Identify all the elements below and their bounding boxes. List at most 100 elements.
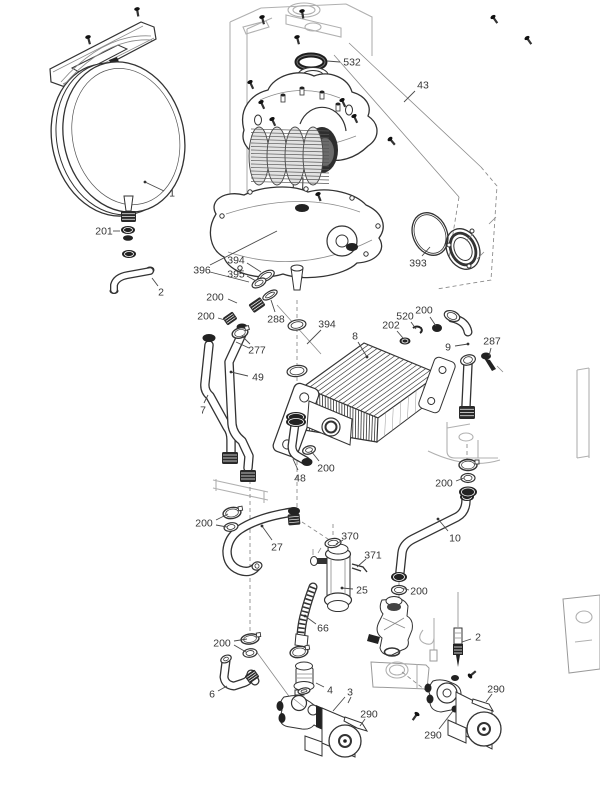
threaded-fitting: [248, 297, 266, 313]
gasket-ring: [302, 445, 316, 455]
gasket-ring: [251, 277, 267, 289]
screw: [490, 14, 499, 24]
part-label-200: 200: [213, 638, 231, 650]
screw: [85, 35, 92, 45]
hose-clamp: [240, 632, 262, 645]
part-label-532: 532: [343, 57, 361, 69]
part-label-290: 290: [424, 730, 442, 742]
nut: [123, 235, 133, 241]
hose-clamp: [458, 458, 480, 472]
right-panel: [562, 594, 600, 674]
hose-clamp: [289, 644, 311, 659]
part-label-7: 7: [200, 405, 206, 417]
part-label-371: 371: [364, 550, 382, 562]
nut: [202, 334, 216, 342]
part-label-6: 6: [209, 689, 215, 701]
screw: [294, 35, 301, 45]
threaded-fitting: [223, 311, 237, 326]
screw: [387, 136, 396, 146]
gasket-ring: [443, 309, 461, 323]
pump-assembly-right: [424, 675, 502, 750]
nut: [301, 458, 313, 466]
sensor-287: [481, 352, 504, 373]
pump-mounting-plate: [370, 661, 430, 690]
screw: [134, 7, 140, 17]
nut: [399, 337, 411, 345]
part-label-48: 48: [294, 473, 306, 485]
screw: [411, 711, 420, 721]
gasket-ring: [242, 648, 258, 658]
part-label-27: 27: [271, 542, 283, 554]
pump-bracket-290: [343, 716, 369, 732]
part-label-2: 2: [475, 632, 481, 644]
gasket-ring: [223, 522, 239, 532]
part-label-287: 287: [483, 336, 501, 348]
gasket-ring: [251, 561, 263, 571]
part-label-9: 9: [445, 342, 451, 354]
gasket-ring: [460, 354, 476, 366]
part-label-200: 200: [317, 463, 335, 475]
part-label-370: 370: [341, 531, 359, 543]
part-label-393: 393: [409, 258, 427, 270]
part-label-200: 200: [195, 518, 213, 530]
part-label-394: 394: [318, 319, 336, 331]
part-label-201: 201: [95, 226, 113, 238]
threaded-fitting: [245, 669, 259, 684]
part-label-200: 200: [206, 292, 224, 304]
gasket-ring: [460, 472, 476, 484]
auto-air-vent-4: [293, 661, 315, 691]
threaded-fitting: [121, 211, 136, 222]
screw: [339, 97, 347, 108]
chassis-frame: [212, 2, 600, 690]
part-label-394: 394: [227, 255, 245, 267]
gasket-ring: [324, 537, 342, 549]
part-label-2: 2: [158, 287, 164, 299]
heat-exchanger: [272, 342, 456, 458]
part-label-66: 66: [317, 623, 329, 635]
pump-assembly-center: [276, 689, 369, 758]
threaded-fitting: [459, 406, 475, 419]
part-label-277: 277: [248, 345, 266, 357]
expansion-vessel: [50, 35, 186, 217]
threaded-fitting: [240, 470, 256, 482]
screw: [247, 79, 255, 90]
part-label-25: 25: [356, 585, 368, 597]
screw: [467, 670, 477, 679]
hose-clamp: [222, 505, 244, 520]
flue-flange-393: [411, 212, 497, 270]
gasket-ring: [220, 654, 232, 664]
part-label-4: 4: [327, 685, 333, 697]
nut: [288, 507, 300, 515]
burner-coil: [248, 126, 330, 186]
hose-clamp: [231, 325, 250, 339]
screw: [299, 9, 305, 19]
nut: [432, 324, 442, 332]
screw: [351, 113, 359, 124]
part-label-290: 290: [487, 684, 505, 696]
part-label-8: 8: [352, 331, 358, 343]
clip-520: [412, 325, 423, 334]
part-label-395: 395: [227, 269, 245, 281]
screw: [315, 192, 322, 202]
part-label-49: 49: [252, 372, 264, 384]
part-label-200: 200: [410, 586, 428, 598]
screw: [258, 99, 266, 110]
condensate-trap: [310, 543, 368, 612]
threaded-fitting: [287, 513, 301, 526]
part-label-202: 202: [382, 320, 400, 332]
threaded-fitting: [222, 452, 238, 464]
screw: [269, 116, 277, 127]
part-label-3: 3: [347, 687, 353, 699]
pump-bracket-290-right: [471, 698, 495, 712]
part-label-1: 1: [169, 188, 175, 200]
gasket-ring: [286, 364, 308, 378]
gasket-ring: [390, 584, 408, 596]
vessel-nipple: [123, 195, 134, 212]
part-label-520: 520: [396, 311, 414, 323]
part-label-290: 290: [360, 709, 378, 721]
part-label-200: 200: [435, 478, 453, 490]
gasket-ring: [262, 289, 278, 301]
